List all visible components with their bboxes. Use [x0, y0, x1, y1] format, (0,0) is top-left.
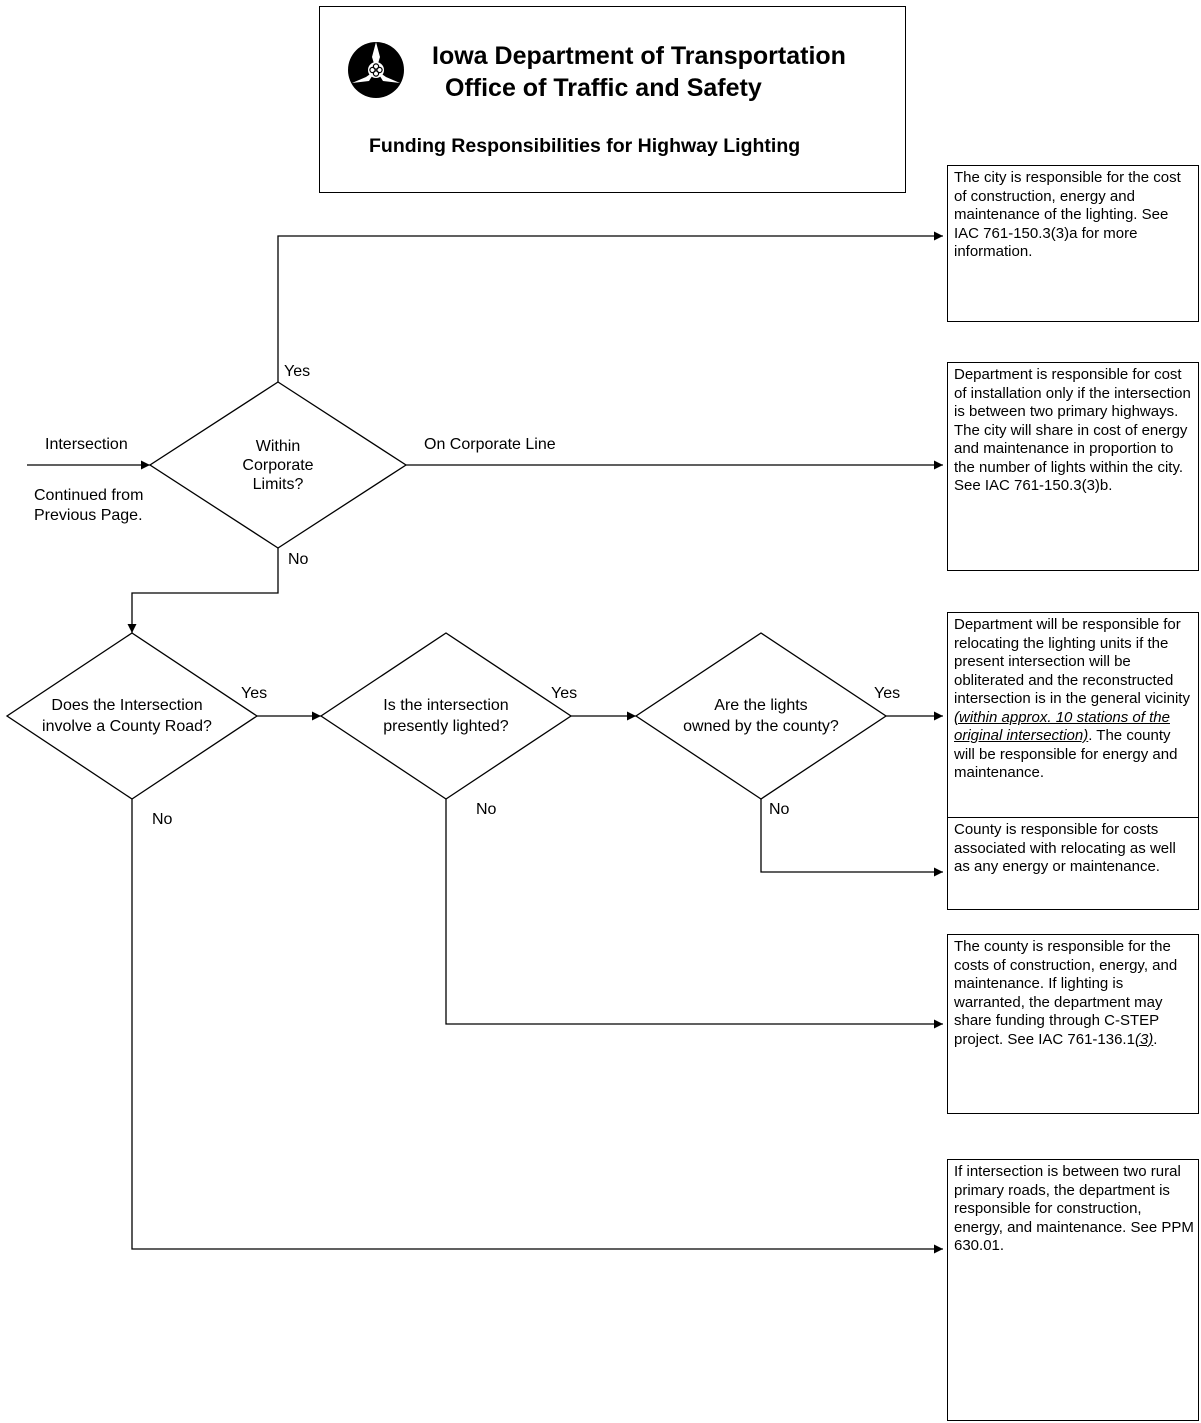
- iowa-dot-logo-icon: [348, 42, 404, 98]
- decision-owned-by-county-line2: owned by the county?: [683, 718, 839, 735]
- outcome-relocation-emphasis: (within approx. 10 stations of the origi…: [954, 708, 1170, 745]
- yes-to-city-connector: [277, 231, 943, 382]
- outcome-county-construction: The county is responsible for the costs …: [947, 934, 1199, 1114]
- no-label-presently-lighted: No: [476, 801, 497, 818]
- yes-label-corporate: Yes: [284, 363, 311, 380]
- yes-label-presently-lighted: Yes: [551, 685, 578, 702]
- outcome-county-construction-text-end: .: [1153, 1030, 1158, 1048]
- on-corporate-line-label: On Corporate Line: [424, 436, 556, 453]
- outcome-county-relocating: County is responsible for costs associat…: [947, 817, 1199, 910]
- outcome-relocation: Department will be responsible for reloc…: [947, 612, 1199, 834]
- outcome-county-construction-emphasis: (3): [1134, 1030, 1154, 1048]
- decision-corporate-limits-line1: Within: [255, 438, 301, 455]
- decision-county-road-diamond: [5, 632, 259, 800]
- yes-label-owned-by-county: Yes: [874, 685, 901, 702]
- no-label-corporate: No: [288, 551, 309, 568]
- decision-corporate-limits-line3: Limits?: [252, 476, 304, 493]
- yes-label-county-road: Yes: [241, 685, 268, 702]
- entry-note-line1: Continued from: [34, 487, 144, 504]
- entry-label: Intersection: [45, 436, 128, 453]
- outcome-county-construction-text: The county is responsible for the costs …: [954, 938, 1178, 1048]
- outcome-city-responsible: The city is responsible for the cost of …: [947, 165, 1199, 322]
- outcome-relocation-text: Department will be responsible for reloc…: [954, 616, 1190, 707]
- no-label-owned-by-county: No: [769, 801, 790, 818]
- org-name-line2: Office of Traffic and Safety: [445, 74, 762, 102]
- no-to-county-road-connector: [127, 548, 279, 633]
- org-name-line1: Iowa Department of Transportation: [432, 42, 846, 70]
- decision-owned-by-county-line1: Are the lights: [714, 697, 808, 714]
- page-subtitle: Funding Responsibilities for Highway Lig…: [369, 135, 801, 157]
- decision-corporate-limits-line2: Corporate: [242, 457, 314, 474]
- decision-presently-lighted-line2: presently lighted?: [383, 718, 509, 735]
- outcome-relocation-text-end: . The county will be responsible for ene…: [954, 727, 1178, 781]
- outcome-rural-primary: If intersection is between two rural pri…: [947, 1159, 1199, 1421]
- decision-owned-by-county-diamond: [634, 632, 888, 800]
- county-no-connector: [131, 799, 943, 1254]
- entry-note-line2: Previous Page.: [34, 507, 143, 524]
- decision-presently-lighted-line1: Is the intersection: [383, 697, 509, 714]
- no-label-county-road: No: [152, 811, 173, 828]
- owned-no-connector: [760, 799, 943, 877]
- decision-county-road-line2: involve a County Road?: [42, 718, 212, 735]
- decision-presently-lighted-diamond: [319, 632, 573, 800]
- title-block: Iowa Department of Transportation Office…: [319, 6, 906, 193]
- outcome-corporate-line: Department is responsible for cost of in…: [947, 362, 1199, 571]
- decision-county-road-line1: Does the Intersection: [51, 697, 203, 714]
- lighted-no-connector: [445, 799, 943, 1029]
